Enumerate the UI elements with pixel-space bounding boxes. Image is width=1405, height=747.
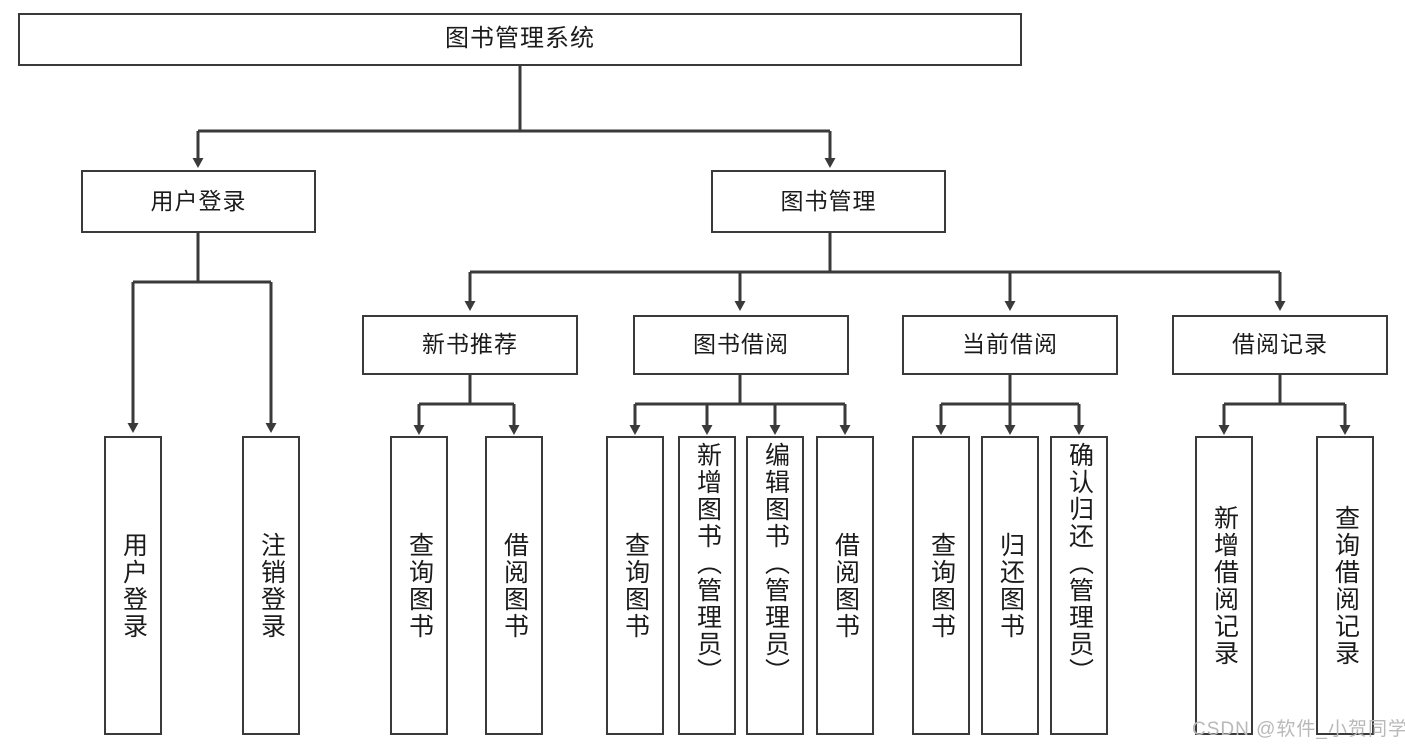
node-label: 新增图书（管理员） [693,442,722,685]
leaf-user-login[interactable]: 用户登录 [104,436,162,735]
leaf-user-logout[interactable]: 注销登录 [242,436,300,735]
node-label: 查询图书 [927,531,956,640]
node-label: 图书管理系统 [445,25,595,53]
node-label: 查询图书 [621,531,650,640]
leaf-borrow-book[interactable]: 借阅图书 [816,436,874,735]
node-borrow-record[interactable]: 借阅记录 [1172,315,1388,375]
node-book-management[interactable]: 图书管理 [711,170,946,233]
leaf-return-book[interactable]: 归还图书 [981,436,1039,735]
node-label: 新增借阅记录 [1210,504,1239,667]
node-label: 用户登录 [119,531,148,640]
node-label: 注销登录 [257,531,286,640]
node-label: 当前借阅 [962,331,1058,358]
node-label: 借阅图书 [831,531,860,640]
leaf-query-borrow-record[interactable]: 查询借阅记录 [1316,436,1374,735]
node-current-borrow[interactable]: 当前借阅 [902,315,1118,375]
node-label: 借阅图书 [500,531,529,640]
node-label: 查询图书 [405,531,434,640]
watermark-text: CSDN @软件_小贺同学 [1192,719,1405,740]
leaf-query-book-recommend[interactable]: 查询图书 [390,436,448,735]
node-label: 查询借阅记录 [1331,504,1360,667]
node-label: 归还图书 [996,531,1025,640]
node-new-book-recommend[interactable]: 新书推荐 [362,315,578,375]
node-label: 图书管理 [780,187,877,214]
node-book-borrow[interactable]: 图书借阅 [633,315,849,375]
node-label: 用户登录 [150,187,247,214]
node-label: 新书推荐 [422,331,518,358]
leaf-edit-book-admin[interactable]: 编辑图书（管理员） [746,436,804,735]
leaf-query-book-borrow[interactable]: 查询图书 [606,436,664,735]
node-label: 确认归还（管理员） [1065,442,1094,685]
node-root-book-management-system[interactable]: 图书管理系统 [18,13,1022,66]
node-user-login[interactable]: 用户登录 [81,170,316,233]
leaf-confirm-return-admin[interactable]: 确认归还（管理员） [1050,436,1108,735]
leaf-add-borrow-record[interactable]: 新增借阅记录 [1195,436,1253,735]
leaf-borrow-book-recommend[interactable]: 借阅图书 [485,436,543,735]
node-label: 借阅记录 [1232,331,1328,358]
leaf-query-book-current[interactable]: 查询图书 [912,436,970,735]
node-label: 图书借阅 [693,331,789,358]
node-label: 编辑图书（管理员） [761,442,790,685]
leaf-add-book-admin[interactable]: 新增图书（管理员） [678,436,736,735]
